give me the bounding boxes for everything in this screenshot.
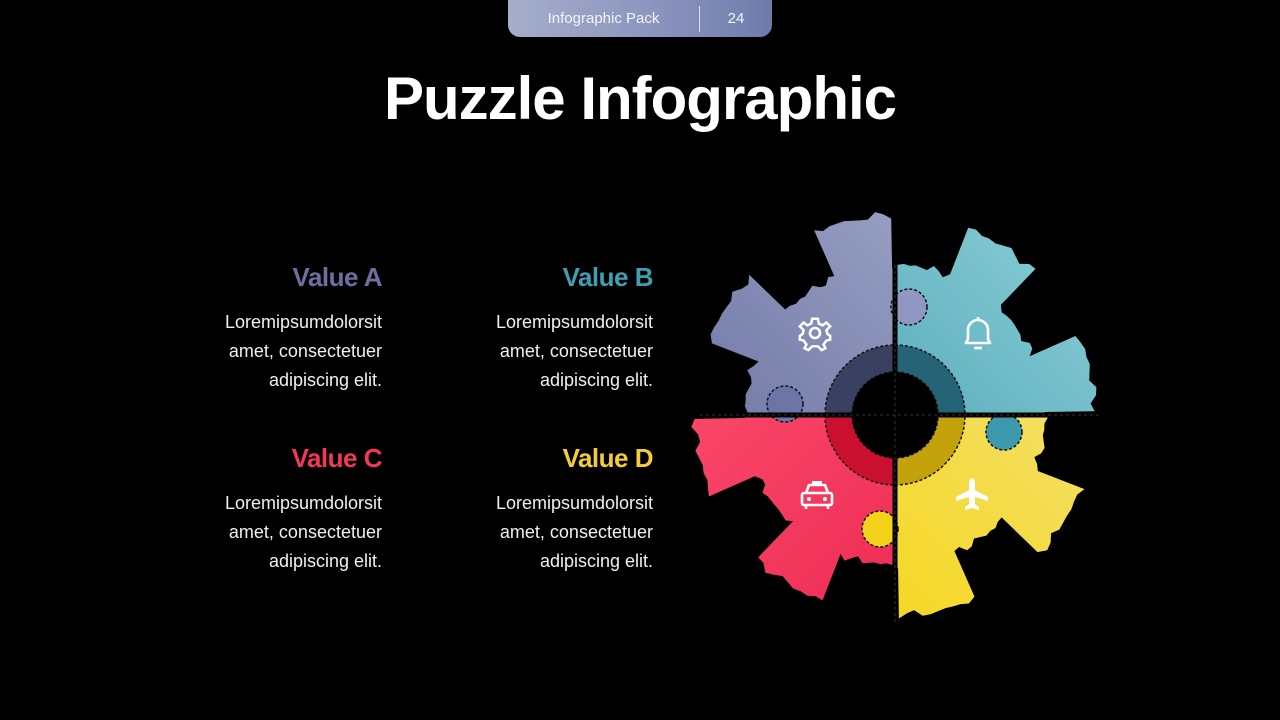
value-c-line2: amet, consectetuer bbox=[228, 522, 382, 542]
header-divider bbox=[699, 6, 700, 32]
pack-label: Infographic Pack bbox=[547, 10, 660, 27]
value-d-text: Loremipsumdolorsit amet, consectetuer ad… bbox=[393, 489, 653, 576]
value-b-line2: amet, consectetuer bbox=[499, 341, 653, 361]
knob-d bbox=[985, 413, 1023, 451]
knob-a bbox=[861, 510, 899, 548]
bell-icon bbox=[964, 317, 992, 350]
value-d-line1: Loremipsumdolorsit bbox=[495, 493, 653, 513]
value-d-line2: amet, consectetuer bbox=[499, 522, 653, 542]
value-b-line1: Loremipsumdolorsit bbox=[495, 312, 653, 332]
value-a-title: Value A bbox=[292, 262, 383, 292]
value-a-line2: amet, consectetuer bbox=[228, 341, 382, 361]
ring-c bbox=[824, 414, 896, 486]
value-d-title: Value D bbox=[562, 443, 654, 473]
value-c-line3: adipiscing elit. bbox=[268, 551, 382, 571]
value-b-block: Value B Loremipsumdolorsit amet, consect… bbox=[393, 260, 654, 395]
gear-icon bbox=[798, 317, 832, 352]
value-c-line1: Loremipsumdolorsit bbox=[224, 493, 382, 513]
value-c-block: Value C Loremipsumdolorsit amet, consect… bbox=[122, 441, 383, 576]
value-b-text: Loremipsumdolorsit amet, consectetuer ad… bbox=[393, 308, 653, 395]
airplane-icon bbox=[956, 478, 988, 510]
page-title: Puzzle Infographic bbox=[383, 65, 897, 132]
knob-b bbox=[890, 288, 928, 326]
taxi-icon bbox=[800, 481, 834, 509]
value-c-text: Loremipsumdolorsit amet, consectetuer ad… bbox=[122, 489, 382, 576]
value-b-title: Value B bbox=[562, 262, 654, 292]
value-b-line3: adipiscing elit. bbox=[539, 370, 653, 390]
page-number: 24 bbox=[727, 10, 745, 27]
value-a-block: Value A Loremipsumdolorsit amet, consect… bbox=[122, 260, 383, 395]
value-d-block: Value D Loremipsumdolorsit amet, consect… bbox=[393, 441, 654, 576]
header-tab: Infographic Pack 24 bbox=[508, 0, 772, 37]
value-a-line1: Loremipsumdolorsit bbox=[224, 312, 382, 332]
ring-b bbox=[894, 344, 966, 416]
value-c-title: Value C bbox=[291, 443, 383, 473]
ring-d bbox=[894, 414, 966, 486]
puzzle-gear-graphic bbox=[691, 212, 1100, 622]
value-a-text: Loremipsumdolorsit amet, consectetuer ad… bbox=[122, 308, 382, 395]
value-a-line3: adipiscing elit. bbox=[268, 370, 382, 390]
ring-a bbox=[824, 344, 896, 416]
value-d-line3: adipiscing elit. bbox=[539, 551, 653, 571]
